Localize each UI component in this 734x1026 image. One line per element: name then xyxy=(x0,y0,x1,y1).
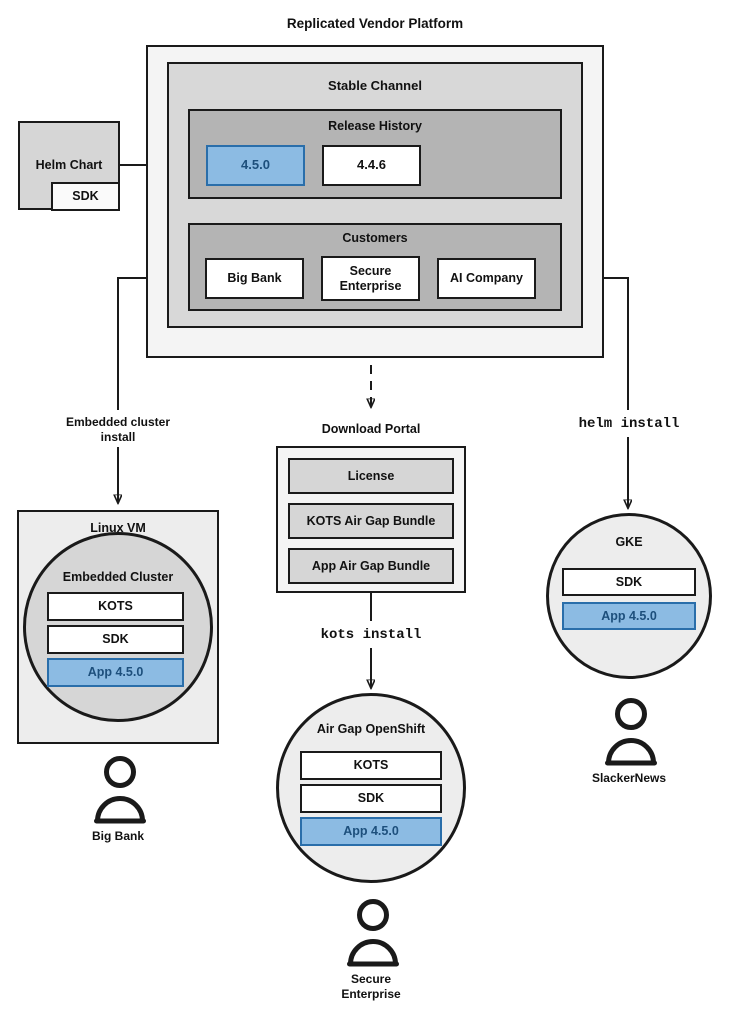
customer-ai-company[interactable]: AI Company xyxy=(437,258,536,299)
gke-circle xyxy=(546,513,712,679)
helm-chart-sdk-box[interactable]: SDK xyxy=(51,182,120,211)
embedded-cluster-component-sdk[interactable]: SDK xyxy=(47,625,184,654)
download-portal-title: Download Portal xyxy=(321,422,421,436)
release-version-4-4-6[interactable]: 4.4.6 xyxy=(322,145,421,186)
embedded-cluster-title: Embedded Cluster xyxy=(62,570,174,584)
customers-title: Customers xyxy=(342,231,408,245)
gke-component-app[interactable]: App 4.5.0 xyxy=(562,602,696,630)
stable-channel-title: Stable Channel xyxy=(328,78,422,93)
gke-title: GKE xyxy=(615,535,643,549)
person-icon xyxy=(94,756,146,824)
openshift-component-kots[interactable]: KOTS xyxy=(300,751,442,780)
caption-slackernews: SlackerNews xyxy=(591,771,667,785)
linux-vm-title: Linux VM xyxy=(90,521,146,535)
air-gap-openshift-title: Air Gap OpenShift xyxy=(316,722,426,736)
customer-big-bank[interactable]: Big Bank xyxy=(205,258,304,299)
release-version-4-5-0[interactable]: 4.5.0 xyxy=(206,145,305,186)
label-kots-install: kots install xyxy=(320,627,422,643)
embedded-cluster-component-app[interactable]: App 4.5.0 xyxy=(47,658,184,687)
label-helm-install: helm install xyxy=(578,416,680,432)
release-history-title: Release History xyxy=(328,119,422,133)
platform-title: Replicated Vendor Platform xyxy=(286,16,464,31)
download-artifact-kots-air-gap-bundle[interactable]: KOTS Air Gap Bundle xyxy=(288,503,454,539)
download-artifact-license[interactable]: License xyxy=(288,458,454,494)
person-icon xyxy=(605,698,657,766)
openshift-component-sdk[interactable]: SDK xyxy=(300,784,442,813)
openshift-component-app[interactable]: App 4.5.0 xyxy=(300,817,442,846)
embedded-cluster-component-kots[interactable]: KOTS xyxy=(47,592,184,621)
gke-component-sdk[interactable]: SDK xyxy=(562,568,696,596)
caption-big-bank: Big Bank xyxy=(91,829,144,843)
download-artifact-app-air-gap-bundle[interactable]: App Air Gap Bundle xyxy=(288,548,454,584)
person-icon xyxy=(347,899,399,967)
